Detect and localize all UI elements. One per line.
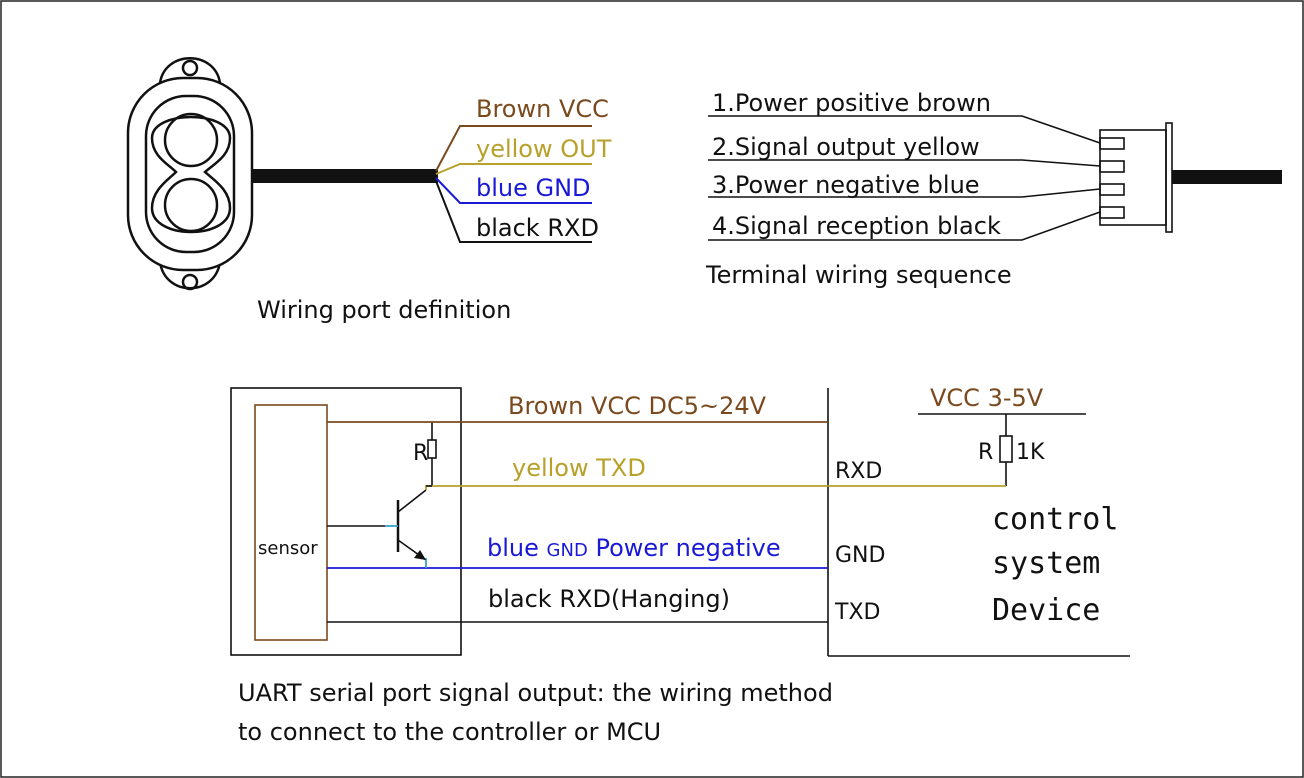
sensor-chip-box bbox=[254, 404, 328, 641]
emitter-arrow bbox=[414, 550, 426, 560]
sensor-bottom-hole bbox=[181, 273, 199, 291]
wire-brown bbox=[435, 125, 592, 172]
terminal-leader-3 bbox=[708, 188, 1101, 198]
terminal-leader-2 bbox=[708, 159, 1101, 167]
blue-line-prefix: blue bbox=[487, 534, 539, 562]
device-pin-txd: TXD bbox=[834, 600, 880, 625]
yellow-line-label: yellow TXD bbox=[512, 454, 646, 482]
sensor-wire-fan bbox=[435, 125, 592, 243]
terminal-pin-2 bbox=[1099, 160, 1125, 173]
wire-blue bbox=[435, 177, 592, 204]
wire-yellow bbox=[435, 163, 592, 175]
terminal-flange bbox=[1165, 122, 1173, 233]
terminal-leader-4 bbox=[708, 211, 1101, 241]
resistor-internal bbox=[427, 439, 437, 459]
sensor-housing-inner bbox=[144, 94, 236, 254]
uart-caption-line-2: to connect to the controller or MCU bbox=[238, 718, 661, 746]
sensor-top-tab bbox=[158, 57, 222, 84]
device-pin-gnd: GND bbox=[835, 543, 885, 568]
wire-black bbox=[435, 180, 592, 243]
terminal-caption: Terminal wiring sequence bbox=[705, 261, 1012, 289]
device-text-line-1: control bbox=[992, 502, 1118, 537]
circuit-schematic bbox=[230, 387, 1130, 657]
blue-line-gnd: GND bbox=[547, 540, 588, 561]
device-text-line-2: system bbox=[992, 546, 1100, 581]
pullup-value-label: 1K bbox=[1016, 440, 1045, 465]
brown-line-label: Brown VCC DC5~24V bbox=[508, 392, 767, 420]
terminal-pin-1 bbox=[1099, 137, 1125, 150]
terminal-housing bbox=[1099, 129, 1167, 226]
sensor-lens-top bbox=[163, 112, 219, 168]
sensor-enclosure-box bbox=[230, 387, 462, 656]
wire-label-blue: blue GND bbox=[476, 174, 591, 202]
line-yellow-txd bbox=[425, 485, 1006, 490]
terminal-pin-label-1: 1.Power positive brown bbox=[712, 89, 991, 117]
black-line-label: black RXD(Hanging) bbox=[488, 585, 730, 613]
pullup-r-label: R bbox=[978, 440, 993, 465]
wire-label-black: black RXD bbox=[476, 214, 599, 242]
sensor-lens-bottom bbox=[163, 177, 219, 233]
wiring-port-caption: Wiring port definition bbox=[257, 296, 511, 324]
vcc-label: VCC 3-5V bbox=[930, 384, 1044, 412]
terminal-pin-label-3: 3.Power negative blue bbox=[712, 171, 980, 199]
transistor-collector bbox=[397, 489, 427, 513]
blue-line-suffix: Power negative bbox=[595, 534, 780, 562]
terminal-pin-label-2: 2.Signal output yellow bbox=[712, 133, 980, 161]
terminal-pin-label-4: 4.Signal reception black bbox=[712, 212, 1001, 240]
sensor-label: sensor bbox=[258, 538, 318, 559]
sensor-top-hole bbox=[181, 59, 199, 77]
terminal-connector bbox=[708, 115, 1173, 241]
sensor-cable bbox=[252, 169, 438, 183]
pullup-resistor bbox=[999, 435, 1013, 463]
wire-label-yellow: yellow OUT bbox=[476, 135, 612, 163]
resistor-label: R bbox=[413, 441, 428, 466]
device-pin-rxd: RXD bbox=[835, 459, 882, 484]
terminal-cable bbox=[1172, 170, 1282, 184]
sensor-lens-outline bbox=[150, 115, 232, 234]
sensor-module-drawing bbox=[126, 57, 254, 291]
blue-line-label: blue GND Power negative bbox=[487, 534, 781, 562]
device-text-line-3: Device bbox=[992, 593, 1100, 628]
wire-label-brown: Brown VCC bbox=[476, 95, 609, 123]
terminal-leader-1 bbox=[708, 115, 1101, 144]
uart-caption-line-1: UART serial port signal output: the wiri… bbox=[238, 679, 833, 707]
